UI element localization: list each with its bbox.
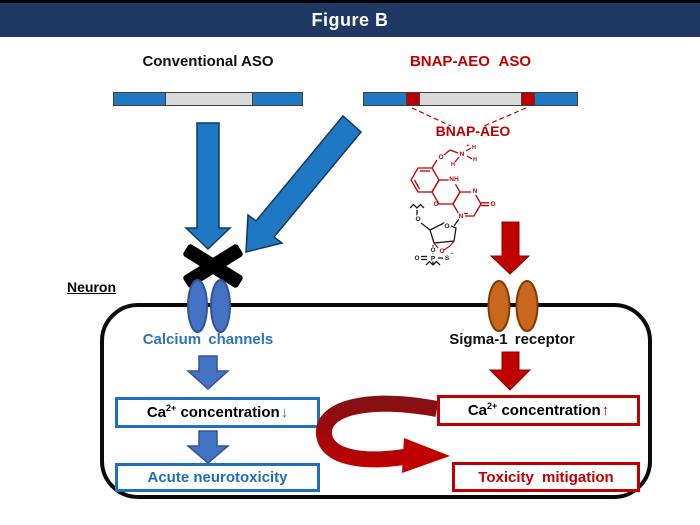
bnap-to-sigma1-arrow [489,221,531,275]
bnap-aeo-moiety-label: BNAP-AEO [435,123,511,139]
calcium-channels-label: Calcium channels [142,331,274,348]
atom-label: H [451,162,455,168]
down-arrow-glyph: ↓ [280,404,289,421]
conventional-aso-bar [113,92,303,106]
aso-segment-blue [114,93,166,105]
neuron-label: Neuron [67,279,116,295]
atom-label: H [473,157,477,163]
bnap-aeo-chemical-structure: O N + H H H NH N N O O O O O O O P S − [409,143,497,266]
conventional-aso-down-arrow [184,122,232,251]
acute-neurotoxicity-text: Acute neurotoxicity [147,469,288,486]
ca-increase-text: Ca2+ concentration↑ [467,401,610,420]
figure-banner: Figure B [0,0,700,37]
atom-label: S [445,255,450,262]
atom-label: NH [449,176,459,183]
aso-segment-gap [165,93,252,105]
aso-segment-blue [534,93,577,105]
atom-label: O [415,216,420,223]
toxicity-mitigation-text: Toxicity mitigation [478,468,614,486]
atom-label: − [450,251,453,257]
atom-label: O [430,247,435,254]
up-arrow-glyph: ↑ [601,402,610,419]
sigma1-receptor-label: Sigma-1 receptor [449,331,575,348]
toxicity-mitigation-box: Toxicity mitigation [452,462,640,492]
bnap-aeo-aso-label: BNAP-AEO ASO [409,53,532,70]
aso-segment-bnap [521,93,534,105]
atom-label: O [444,223,449,230]
atom-label: O [414,255,419,262]
bnap-aeo-aso-bar [363,92,578,106]
aso-segment-bnap [406,93,419,105]
atom-label: O [439,248,444,255]
bnap-aso-diagonal-arrow [245,114,363,253]
aso-segment-gap [419,93,521,105]
aso-segment-blue [364,93,406,105]
ca-decrease-text: Ca2+ concentration↓ [146,403,289,422]
atom-label: P [431,256,436,263]
atom-label: N [473,188,478,195]
ca-increase-box: Ca2+ concentration↑ [437,395,640,426]
atom-label: O [438,154,443,161]
atom-label: O [433,201,438,208]
atom-label: N [460,151,465,158]
acute-neurotoxicity-box: Acute neurotoxicity [115,463,320,492]
ca-decrease-box: Ca2+ concentration↓ [115,397,320,428]
neuron-membrane [100,303,652,499]
aso-segment-blue [251,93,302,105]
atom-label: O [490,201,495,208]
atom-label: N [459,213,464,220]
atom-label: H [472,145,476,151]
figure-title: Figure B [311,9,389,30]
blocked-x-icon [183,244,243,288]
conventional-aso-label: Conventional ASO [142,53,274,70]
atom-label: + [466,143,469,149]
